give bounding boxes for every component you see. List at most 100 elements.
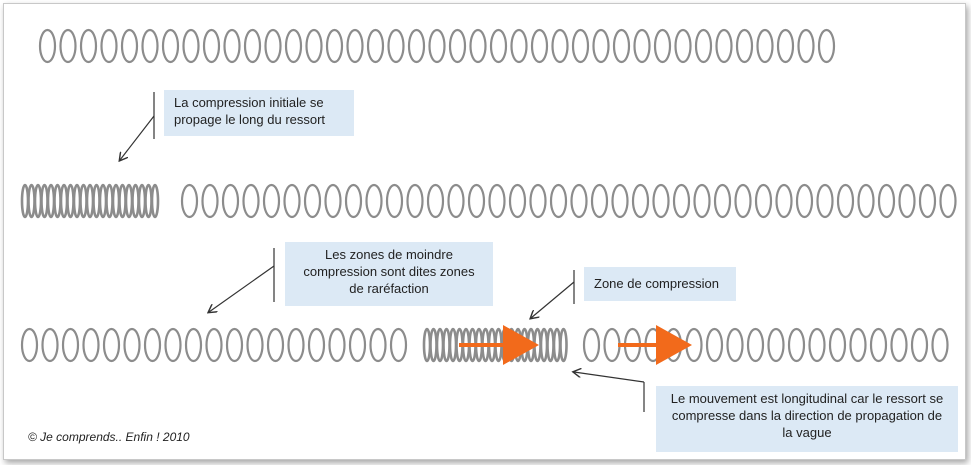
spring-coil — [246, 327, 264, 363]
spring-coil — [939, 183, 957, 219]
spring-coil — [324, 183, 342, 219]
spring-coil — [510, 28, 528, 64]
spring-coil — [508, 183, 527, 219]
spring-coil — [33, 183, 43, 219]
spring-coil — [552, 327, 562, 363]
spring-coil — [582, 327, 601, 363]
spring-relaxed — [38, 28, 836, 64]
spring-coil — [124, 183, 134, 219]
spring-coil — [20, 183, 30, 219]
spring-coil — [407, 28, 426, 64]
spring-coil — [118, 183, 127, 219]
spring-coil — [849, 327, 867, 363]
spring-coil — [92, 183, 101, 219]
spring-coil — [734, 183, 752, 219]
spring-coil — [767, 327, 785, 363]
spring-coil — [98, 183, 108, 219]
spring-coil — [307, 327, 326, 363]
spring-coil — [551, 28, 569, 64]
spring-coil — [775, 183, 793, 219]
spring-coil — [283, 183, 301, 219]
spring-coil — [243, 28, 262, 64]
label-longitudinal-motion: Le mouvement est longitudinal car le res… — [656, 386, 958, 452]
spring-coil — [828, 327, 847, 363]
spring-coil — [141, 28, 159, 64]
spring-coil — [143, 327, 162, 363]
spring-coil — [836, 183, 855, 219]
label-rarefaction: Les zones de moindre compression sont di… — [285, 242, 493, 306]
label-compression-zone: Zone de compression — [584, 267, 736, 301]
pointer-longitudinal — [574, 372, 645, 412]
spring-coil — [787, 327, 806, 363]
spring-coil — [467, 183, 486, 219]
spring-coil — [442, 327, 451, 363]
spring-coil — [890, 327, 908, 363]
spring-coil — [435, 327, 445, 363]
spring-coil — [305, 28, 323, 64]
spring-coil — [590, 183, 609, 219]
spring-coil — [705, 327, 724, 363]
spring-coil — [205, 327, 223, 363]
spring-coil — [79, 183, 88, 219]
spring-coil — [41, 327, 59, 363]
spring-coil — [611, 183, 629, 219]
spring-coil — [857, 183, 875, 219]
spring-coil — [150, 183, 160, 219]
spring-coil — [429, 327, 438, 363]
spring-coil — [66, 183, 75, 219]
spring-coil — [223, 28, 241, 64]
spring-coil — [111, 183, 121, 219]
spring-coil — [795, 183, 814, 219]
pointer-rarefaction — [209, 248, 275, 312]
spring-coil — [931, 327, 949, 363]
spring-coil — [303, 183, 322, 219]
spring-coil — [549, 183, 568, 219]
spring-coil — [754, 183, 773, 219]
spring-coil — [131, 183, 140, 219]
spring-coil — [27, 183, 36, 219]
spring-coil — [559, 327, 568, 363]
spring-coil — [105, 183, 114, 219]
spring-coil — [428, 28, 446, 64]
spring-coil — [469, 28, 487, 64]
spring-coil — [137, 183, 147, 219]
spring-coil — [869, 327, 888, 363]
spring-coil — [387, 28, 405, 64]
pointer-initial-compression — [120, 92, 155, 160]
spring-coil — [918, 183, 937, 219]
spring-coil — [756, 28, 774, 64]
spring-coil — [735, 28, 754, 64]
spring-coil — [592, 28, 610, 64]
spring-coil — [448, 28, 467, 64]
spring-coil — [40, 183, 49, 219]
spring-coil — [82, 327, 100, 363]
spring-coil — [633, 28, 651, 64]
diagram-frame: La compression initiale se propage le lo… — [3, 3, 966, 460]
spring-coil — [533, 327, 542, 363]
spring-coil — [693, 183, 711, 219]
copyright-notice: © Je comprends.. Enfin ! 2010 — [28, 430, 190, 444]
spring-coil — [346, 28, 364, 64]
spring-coil — [797, 28, 815, 64]
spring-coil — [79, 28, 98, 64]
spring-coil — [571, 28, 590, 64]
spring-coil — [489, 28, 508, 64]
spring-coil — [202, 28, 221, 64]
spring-coil — [385, 183, 404, 219]
spring-coil — [570, 183, 588, 219]
spring-coil — [715, 28, 733, 64]
spring-coil — [685, 327, 703, 363]
spring-coil — [406, 183, 424, 219]
spring-coil — [201, 183, 219, 219]
spring-coil — [144, 183, 153, 219]
spring-coil — [672, 183, 691, 219]
spring-coil — [53, 183, 62, 219]
pointer-compression-zone — [531, 270, 575, 318]
spring-coil — [776, 28, 795, 64]
spring-coil — [221, 183, 240, 219]
spring-coil — [59, 183, 69, 219]
spring-coil — [262, 183, 281, 219]
spring-coil — [448, 327, 458, 363]
spring-coil — [365, 183, 383, 219]
spring-coil — [808, 327, 826, 363]
